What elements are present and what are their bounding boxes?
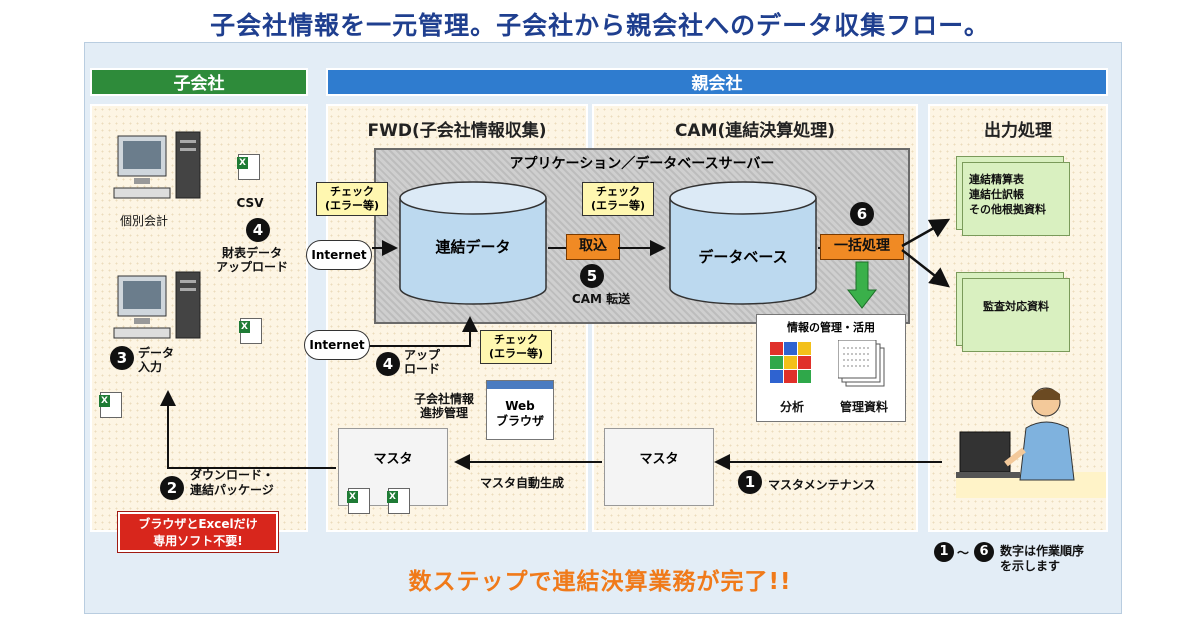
renketsu-data-cylinder (399, 181, 547, 305)
fwd-panel-title: FWD(子会社情報収集) (367, 121, 547, 141)
legend-text: 数字は作業順序 を示します (1000, 544, 1085, 573)
kobetsu-kaikei-label: 個別会計 (119, 214, 168, 228)
progress-mgmt-label: 子会社情報 進捗管理 (413, 392, 474, 420)
step-1-marker: 1 (738, 470, 762, 494)
master-maintenance-label: マスタメンテナンス (768, 478, 876, 492)
output-doc-audit: 監査対応資料 (962, 278, 1070, 352)
slogan: 数ステップで連結決算業務が完了!! (408, 569, 792, 595)
renketsu-data-label: 連結データ (435, 238, 511, 256)
cam-panel-title: CAM(連結決算処理) (674, 121, 836, 141)
ikkatsu-shori-button: 一括処理 (820, 234, 904, 260)
subsidiary-header: 子会社 (90, 68, 308, 96)
csv-file-icon (238, 154, 260, 180)
step-6-marker: 6 (850, 202, 874, 226)
legend-num-6: 6 (974, 542, 994, 562)
step-4b-marker: 4 (376, 352, 400, 376)
step-3-marker: 3 (110, 346, 134, 370)
operator-person-icon (956, 387, 1106, 498)
step-5-marker: 5 (580, 264, 604, 288)
csv-label: CSV (236, 196, 264, 210)
info-mgmt-title: 情報の管理・活用 (787, 321, 875, 334)
step-2-marker: 2 (160, 476, 184, 500)
upload-label-2: アップ ロード (404, 348, 441, 376)
check-callout-3: チェック (エラー等) (480, 330, 552, 364)
check-callout-2: チェック (エラー等) (582, 182, 654, 216)
torikomi-button: 取込 (566, 234, 620, 260)
mgmt-docs-label: 管理資料 (839, 400, 888, 414)
database-cylinder (669, 181, 817, 305)
cam-transfer-label: CAM 転送 (571, 292, 631, 306)
master-excel-icon-1 (348, 488, 370, 514)
step-4-marker: 4 (246, 218, 270, 242)
internet-cloud-1: Internet (306, 240, 372, 270)
mgmt-documents-icon (838, 340, 885, 387)
master-excel-icon-2 (388, 488, 410, 514)
pc-computer-icon (113, 131, 201, 199)
page-title: 子会社情報を一元管理。子会社から親会社へのデータ収集フロー。 (210, 11, 990, 40)
excel-file-icon-2 (100, 392, 122, 418)
upload-label-1: 財表データ アップロード (215, 246, 288, 274)
no-dedicated-software-callout: ブラウザとExcelだけ 専用ソフト不要! (118, 512, 278, 552)
check-callout-1: チェック (エラー等) (316, 182, 388, 216)
legend-tilde: 〜 (957, 546, 970, 560)
data-input-label: データ 入力 (138, 346, 175, 374)
web-browser-window: Web ブラウザ (486, 380, 554, 440)
master-auto-label: マスタ自動生成 (479, 476, 564, 490)
master-right-box: マスタ (604, 428, 714, 506)
legend-num-1: 1 (934, 542, 954, 562)
browser-titlebar (487, 381, 553, 389)
output-panel-title: 出力処理 (984, 121, 1052, 141)
web-browser-label: Web ブラウザ (495, 399, 544, 428)
excel-file-icon (240, 318, 262, 344)
subsidiary-panel (90, 104, 308, 532)
database-label: データベース (698, 248, 788, 266)
internet-cloud-2: Internet (304, 330, 370, 360)
analysis-label: 分析 (779, 400, 804, 414)
rubiks-cube-icon (770, 342, 811, 383)
pc-computer-icon-2 (113, 271, 201, 339)
server-title: アプリケーション／データベースサーバー (509, 156, 775, 172)
output-doc-consolidation: 連結精算表 連結仕訳帳 その他根拠資料 (962, 162, 1070, 236)
parent-header: 親会社 (326, 68, 1108, 96)
download-package-label: ダウンロード・ 連結パッケージ (190, 468, 275, 497)
